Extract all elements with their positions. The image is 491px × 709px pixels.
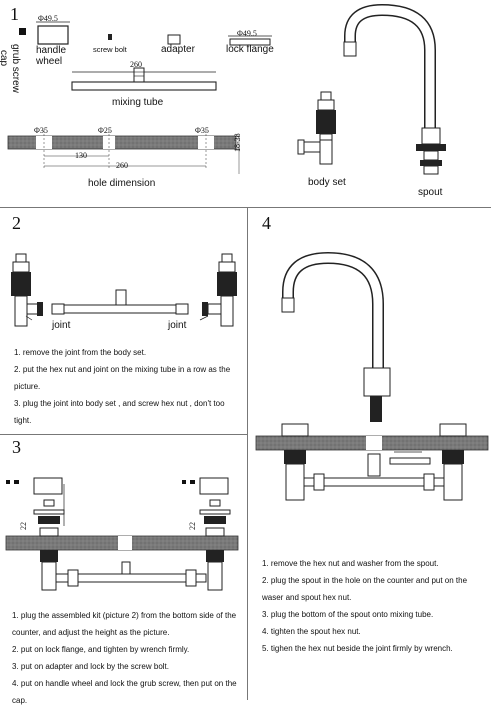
label-lock-flange: lock flange — [226, 44, 274, 55]
spout-drawing — [343, 3, 446, 175]
body-set-drawing — [297, 91, 336, 165]
divider-horizontal-mid — [0, 434, 247, 435]
screw-bolt-drawing — [108, 34, 112, 40]
label-screw-bolt: screw bolt — [93, 45, 127, 54]
step-number-4: 4 — [262, 213, 271, 233]
spacing-260: 260 — [116, 161, 128, 170]
panel3-dim-right: 22 — [188, 522, 197, 530]
spacing-130: 130 — [75, 151, 87, 160]
cap-drawing — [19, 28, 26, 35]
label-grub-screw: grub screw — [10, 44, 21, 93]
label-cap: cap — [0, 50, 9, 67]
panel4-assembly-drawing — [255, 251, 489, 501]
panel3-dim-left: 22 — [19, 522, 28, 530]
step-number-3: 3 — [12, 437, 21, 457]
panel3-instructions: 1. plug the assembled kit (picture 2) fr… — [12, 607, 244, 709]
label-mixing-tube: mixing tube — [112, 97, 164, 108]
panel3-instruction-4: 4. put on handle wheel and lock the grub… — [12, 679, 237, 705]
adapter-drawing — [167, 34, 181, 45]
label-spout: spout — [418, 187, 443, 198]
panel3-instruction-2: 2. put on lock flange, and tighten by wr… — [12, 645, 190, 654]
panel2-instruction-3: 3. plug the joint into body set , and sc… — [14, 399, 225, 425]
panel4-instruction-1: 1. remove the hex nut and washer from th… — [262, 559, 439, 568]
step-number-1: 1 — [10, 4, 19, 24]
counter-thickness: 18-38 — [233, 133, 242, 152]
panel2-instruction-1: 1. remove the joint from the body set. — [14, 348, 147, 357]
label-handle-wheel: handle wheel — [36, 45, 67, 67]
mixing-tube-drawing — [71, 67, 217, 91]
hole-center-diameter: Φ25 — [98, 126, 112, 135]
panel4-instructions: 1. remove the hex nut and washer from th… — [262, 555, 488, 657]
panel3-assembly-drawing — [5, 477, 239, 591]
label-adapter: adapter — [161, 44, 195, 55]
panel4-instruction-5: 5. tighen the hex nut beside the joint f… — [262, 644, 453, 653]
panel4-instruction-3: 3. plug the bottom of the spout onto mix… — [262, 610, 434, 619]
panel3-instruction-3: 3. put on adapter and lock by the screw … — [12, 662, 169, 671]
panel4-instruction-2: 2. plug the spout in the hole on the cou… — [262, 576, 468, 602]
lock-flange-diameter: Φ49.5 — [237, 29, 257, 38]
label-body-set: body set — [308, 177, 346, 188]
step-number-2: 2 — [12, 213, 21, 233]
divider-vertical — [247, 208, 248, 700]
handle-wheel-drawing — [36, 21, 70, 45]
hole-right-diameter: Φ35 — [195, 126, 209, 135]
label-joint-right: joint — [168, 320, 187, 331]
panel2-instruction-2: 2. put the hex nut and joint on the mixi… — [14, 365, 231, 391]
panel2-assembly-drawing — [11, 253, 237, 327]
panel3-instruction-1: 1. plug the assembled kit (picture 2) fr… — [12, 611, 237, 637]
panel4-instruction-4: 4. tighten the spout hex nut. — [262, 627, 361, 636]
counter-hole-drawing — [7, 130, 240, 174]
handle-top-diameter: Φ49.5 — [38, 14, 58, 23]
divider-horizontal-top — [0, 207, 491, 208]
lock-flange-drawing — [228, 35, 272, 46]
mixing-tube-length: 260 — [130, 60, 142, 69]
label-joint-left: joint — [52, 320, 71, 331]
panel2-instructions: 1. remove the joint from the body set. 2… — [14, 344, 242, 429]
label-hole-dimension: hole dimension — [88, 178, 156, 189]
hole-left-diameter: Φ35 — [34, 126, 48, 135]
